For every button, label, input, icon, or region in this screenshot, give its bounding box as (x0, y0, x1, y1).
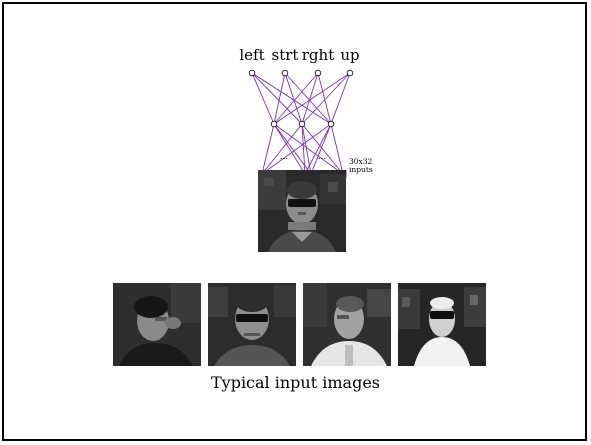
edge-hidden-1-input-0 (261, 123, 303, 175)
edge-hidden-0-input-3 (273, 123, 344, 175)
output-label-left: left (239, 46, 265, 64)
output-node-left (248, 69, 256, 77)
edge-output-0-hidden-2 (251, 72, 332, 125)
output-node-up (346, 69, 354, 77)
edge-hidden-0-input-2 (273, 123, 312, 175)
edge-hidden-2-input-0 (261, 123, 332, 175)
edge-hidden-1-input-3 (301, 123, 344, 175)
edge-output-1-hidden-0 (273, 72, 286, 125)
input-ellipsis-1: ... (279, 152, 289, 162)
edge-output-0-hidden-0 (251, 72, 275, 125)
edge-hidden-0-input-0 (261, 123, 275, 175)
example-image-3 (303, 283, 391, 366)
output-label-rght: rght (301, 46, 335, 64)
input-image (258, 170, 346, 252)
edge-output-3-hidden-1 (301, 72, 351, 125)
example-face-right (303, 283, 391, 366)
hidden-node-3 (327, 120, 335, 128)
example-image-2 (208, 283, 296, 366)
output-node-strt (281, 69, 289, 77)
input-face-image (258, 170, 346, 252)
edge-output-0-hidden-1 (251, 72, 303, 125)
example-face-left (113, 283, 201, 366)
edge-hidden-2-input-1 (304, 123, 332, 175)
inputs-note: 30x32 inputs (349, 158, 373, 174)
output-node-rght (314, 69, 322, 77)
edge-hidden-0-input-1 (273, 123, 306, 175)
example-image-1 (113, 283, 201, 366)
output-label-up: up (340, 46, 360, 64)
example-face-up (398, 283, 486, 366)
edge-output-2-hidden-1 (301, 72, 319, 125)
output-label-strt: strt (271, 46, 299, 64)
hidden-node-1 (270, 120, 278, 128)
inputs-note-word: inputs (349, 165, 373, 174)
edge-output-1-hidden-1 (284, 72, 303, 125)
inputs-note-size: 30x32 (349, 157, 373, 166)
caption: Typical input images (210, 373, 380, 392)
edge-output-3-hidden-0 (273, 72, 351, 125)
hidden-node-2 (298, 120, 306, 128)
example-image-4 (398, 283, 486, 366)
edge-output-1-hidden-2 (284, 72, 332, 125)
example-face-straight (208, 283, 296, 366)
edge-hidden-1-input-1 (301, 123, 306, 175)
edge-output-2-hidden-0 (273, 72, 319, 125)
network-edges (251, 72, 351, 175)
edge-hidden-2-input-2 (310, 123, 332, 175)
edge-hidden-2-input-3 (330, 123, 344, 175)
edge-output-3-hidden-2 (330, 72, 351, 125)
edge-output-2-hidden-2 (317, 72, 332, 125)
input-ellipsis-2: ... (317, 152, 327, 162)
